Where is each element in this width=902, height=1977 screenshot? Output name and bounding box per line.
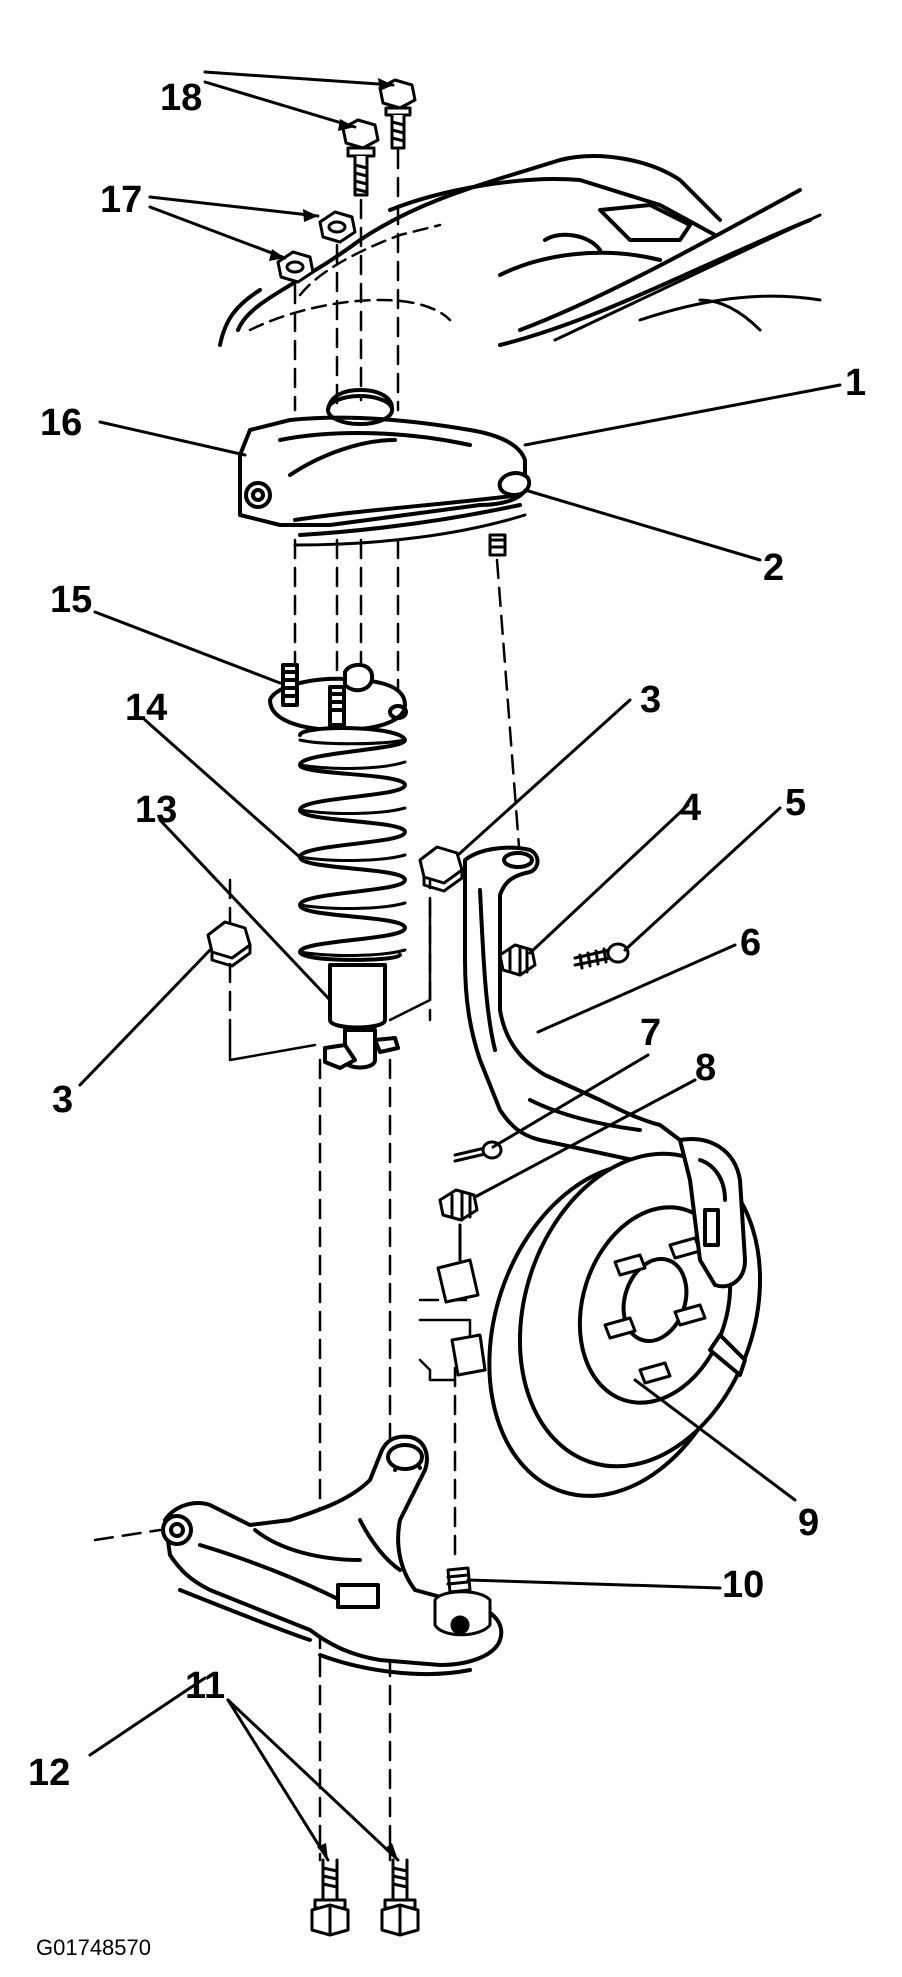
callout-3-left: 3: [52, 1079, 73, 1121]
arrowheads: [269, 78, 398, 1860]
mount-outline: [248, 223, 452, 332]
coil-spring: [298, 726, 407, 962]
nut-17-b: [276, 250, 315, 284]
bracket-lines: [228, 898, 472, 1382]
figure-caption: G01748570: [36, 1935, 151, 1960]
callout-3-right: 3: [640, 679, 661, 721]
bolt-11-left: [310, 1858, 350, 1937]
callout-16: 16: [40, 402, 82, 444]
castle-nut-8: [438, 1188, 479, 1222]
bolt-18-b: [341, 118, 380, 197]
frame-rail: [218, 154, 822, 347]
callout-18: 18: [160, 77, 202, 119]
castle-nut-4: [498, 943, 537, 977]
nut-3-right: [418, 845, 464, 893]
bolt-18-a: [378, 78, 417, 150]
shock-absorber-body: [323, 963, 400, 1070]
callout-17: 17: [100, 179, 142, 221]
cotter-pin-7: [453, 1140, 503, 1163]
steering-knuckle: [463, 845, 688, 1170]
bolt-11-right: [380, 1858, 420, 1937]
nut-17-a: [318, 210, 357, 244]
callout-6: 6: [740, 922, 761, 964]
callout-labels: 1 2 3 3 4 5 6 7 8 9 10 11 12 13 14 15 16…: [28, 77, 866, 1794]
upper-ball-joint-stud: [488, 533, 507, 557]
lower-ball-joint: [433, 1566, 492, 1637]
callout-10: 10: [722, 1564, 764, 1606]
brake-caliper: [678, 1137, 747, 1377]
lower-control-arm: [161, 1434, 504, 1676]
callout-14: 14: [125, 687, 167, 729]
spring-top-mount: [268, 662, 408, 732]
callout-1: 1: [845, 362, 866, 404]
callout-13: 13: [135, 789, 177, 831]
callout-9: 9: [798, 1502, 819, 1544]
wheel-studs: [603, 1236, 707, 1385]
callout-4: 4: [680, 787, 701, 829]
callout-2: 2: [763, 547, 784, 589]
leader-lines: [78, 70, 842, 1862]
callout-8: 8: [695, 1047, 716, 1089]
callout-7: 7: [640, 1012, 661, 1054]
callout-5: 5: [785, 782, 806, 824]
callout-15: 15: [50, 579, 92, 621]
callout-12: 12: [28, 1752, 70, 1794]
nut-3-left: [206, 920, 252, 968]
cotter-pin-5: [573, 942, 630, 970]
upper-control-arm: [238, 388, 532, 547]
callout-11: 11: [185, 1665, 225, 1707]
tie-rod-end: [436, 1223, 487, 1377]
